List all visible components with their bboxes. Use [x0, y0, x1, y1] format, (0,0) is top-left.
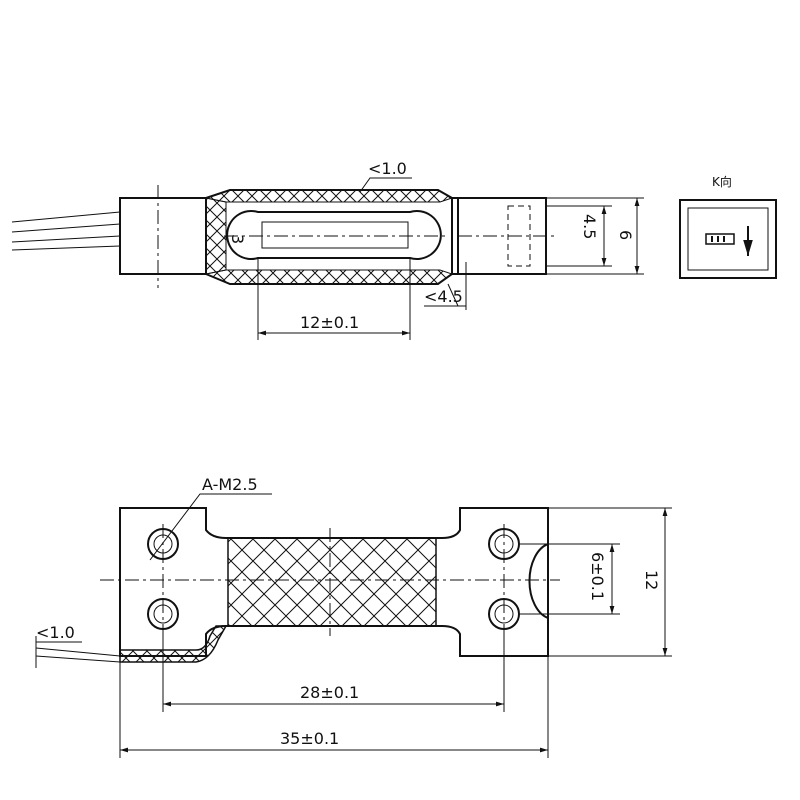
dim-height-inner: 4.5	[580, 214, 599, 239]
body-skin-hatch	[204, 189, 454, 203]
k-view-outer	[679, 199, 777, 279]
dim-slot-length: 12±0.1	[300, 313, 359, 332]
top-view: <1.0 3 12±0.1 <4.5 4.5 6	[11, 159, 644, 340]
dim-width: 12	[642, 570, 661, 590]
thread-label: A-M2.5	[202, 475, 258, 494]
dim-hole-spacing: 6±0.1	[588, 552, 607, 601]
dim-film-thickness: <1.0	[36, 623, 75, 642]
dim-total-length: 35±0.1	[280, 729, 339, 748]
dim-wall-thickness: <1.0	[368, 159, 407, 178]
dim-gauge-length: 28±0.1	[300, 683, 359, 702]
potting-block-left	[119, 197, 207, 275]
cable-wires	[11, 211, 121, 251]
k-view-connector	[705, 233, 735, 245]
k-view-inner	[687, 207, 769, 271]
flex-film	[119, 625, 228, 663]
strain-gauge-area	[227, 537, 437, 627]
dim-height: 6	[616, 230, 635, 240]
bottom-view: A-M2.5 <1.0 6±0.1 12 28±0.1 35±0.1	[35, 475, 672, 758]
k-view: K向	[679, 174, 777, 279]
dumbbell-slot	[226, 210, 442, 260]
k-view-title: K向	[712, 174, 732, 189]
dim-gap: <4.5	[424, 287, 463, 306]
dim-hole-size: 3	[228, 234, 247, 244]
cable-cutout	[528, 543, 549, 619]
